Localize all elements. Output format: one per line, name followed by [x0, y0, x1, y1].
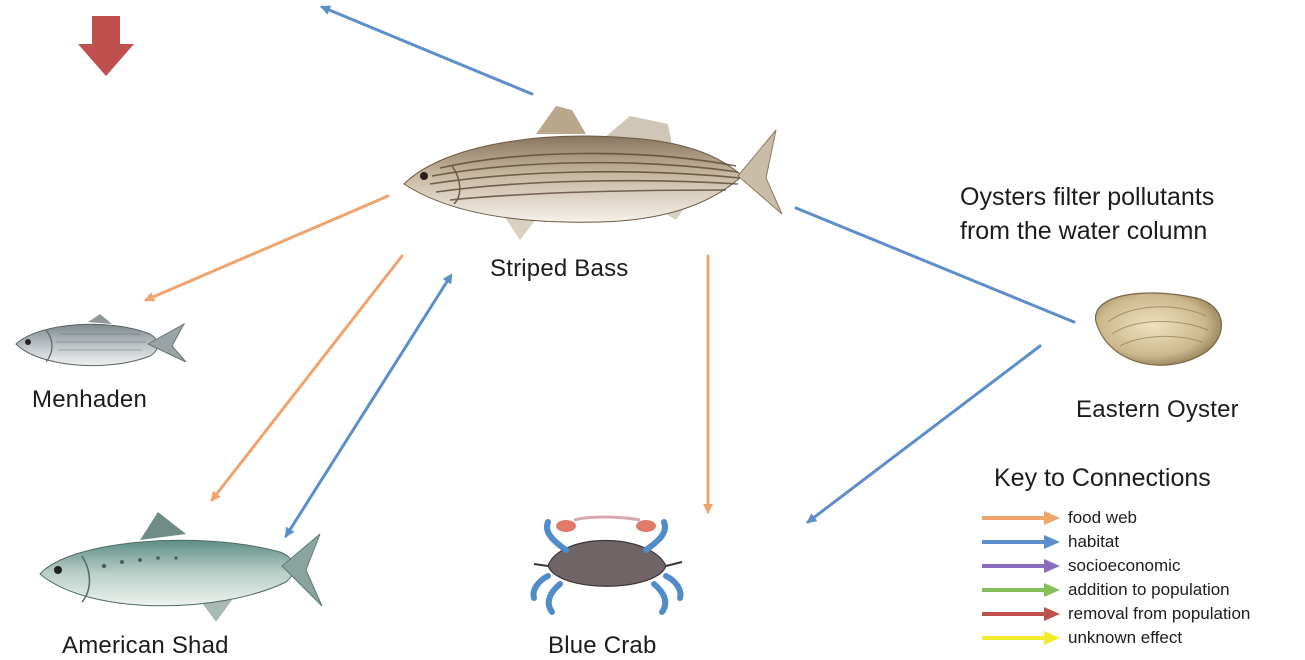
food-web-arrow-bass-to-menhaden [146, 196, 388, 300]
striped-bass-illustration [404, 106, 782, 240]
key-item-addition-to-population: addition to population [1068, 580, 1230, 600]
american-shad-illustration [40, 512, 322, 622]
habitat-arrow-bass-shad [286, 280, 448, 536]
striped-bass-label: Striped Bass [490, 255, 628, 283]
annotation-line-1: Oysters filter pollutants [960, 180, 1214, 214]
habitat-arrow-bass-to-offscreen [322, 7, 532, 94]
key-swatch-habitat [982, 535, 1060, 549]
key-swatch-addition-to-population [982, 583, 1060, 597]
blue-crab-label: Blue Crab [548, 632, 657, 660]
key-title: Key to Connections [994, 464, 1211, 493]
key-item-food-web: food web [1068, 508, 1137, 528]
down-arrow-icon [78, 16, 134, 76]
key-item-removal-from-population: removal from population [1068, 604, 1250, 624]
menhaden-label: Menhaden [32, 386, 147, 414]
key-item-unknown-effect: unknown effect [1068, 628, 1182, 648]
eastern-oyster-label: Eastern Oyster [1076, 396, 1239, 424]
key-item-socioeconomic: socioeconomic [1068, 556, 1180, 576]
key-swatches [978, 506, 1068, 646]
habitat-arrow-oyster-to-crab [808, 346, 1040, 522]
key-item-habitat: habitat [1068, 532, 1119, 552]
key-swatch-food-web [982, 511, 1060, 525]
food-web-arrow-bass-to-shad [212, 256, 402, 500]
oyster-annotation: Oysters filter pollutants from the water… [960, 180, 1214, 248]
blue-crab-illustration [534, 517, 682, 612]
menhaden-illustration [16, 314, 186, 366]
annotation-line-2: from the water column [960, 214, 1214, 248]
key-swatch-socioeconomic [982, 559, 1060, 573]
american-shad-label: American Shad [62, 632, 229, 660]
key-swatch-removal-from-population [982, 607, 1060, 621]
oyster-illustration [1096, 293, 1222, 365]
key-swatch-unknown-effect [982, 631, 1060, 645]
